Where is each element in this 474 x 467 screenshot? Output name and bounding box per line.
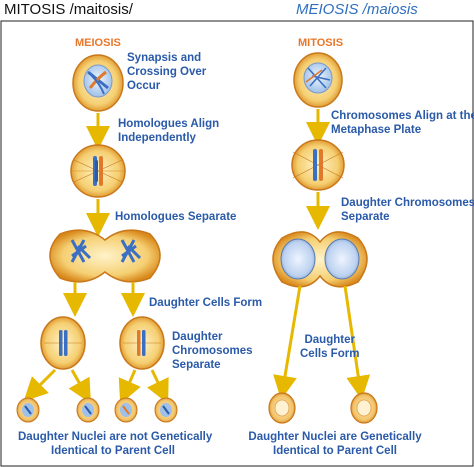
left-step1-label: Synapsis and Crossing Over Occur [127,51,206,93]
left-cell-synapsis [72,54,124,112]
left-step4-label: Daughter Cells Form [149,297,263,309]
left-step1-line3: Occur [127,80,161,92]
left-result-label: Daughter Nuclei are not Genetically Iden… [18,430,213,458]
left-daughter-nuclei [16,397,178,423]
left-step3-label: Homologues Separate [115,211,237,223]
left-step5-line1: Daughter [172,331,223,343]
left-step1-line2: Crossing Over [127,66,207,78]
left-step2-label: Homologues Align Independently [118,117,219,145]
left-arrow-4d [146,369,169,404]
right-cell-telophase [272,231,368,288]
right-panel-title: MITOSIS [298,37,344,49]
right-result-line2: Identical to Parent Cell [273,445,397,457]
right-step2-label: Daughter Chromosomes Separate [341,196,474,224]
left-arrow-4c [118,369,141,405]
right-result-label: Daughter Nuclei are Genetically Identica… [240,430,430,458]
left-step1-line1: Synapsis and [127,52,202,64]
left-header-caption: MITOSIS /maitosis/ [4,1,133,18]
left-cell-daughter-a [40,316,86,370]
left-step2-line2: Independently [118,132,196,144]
outer-border [0,20,474,467]
left-cell-separate [49,229,161,283]
right-step2-line2: Separate [341,211,390,223]
right-arrow-3a [273,285,302,400]
right-step3-line1: Daughter [304,334,355,346]
left-cell-daughter-b [119,316,165,370]
left-step5-line3: Separate [172,359,221,371]
left-arrow-4b [68,369,91,404]
right-daughter-nuclei [268,392,378,424]
right-header-caption: MEIOSIS /maiosis [296,1,418,18]
right-step1-label: Chromosomes Align at the Metaphase Plate [331,109,474,137]
right-step3-line2: Cells Form [300,348,360,360]
right-step1-line2: Metaphase Plate [331,124,422,136]
left-cell-align [70,144,126,198]
left-arrow-4a [23,368,57,402]
left-result-line2: Identical to Parent Cell [51,445,175,457]
right-step3-label: Daughter Cells Form [300,333,359,361]
left-step5-line2: Chromosomes [172,345,253,357]
left-panel-title: MEIOSIS [75,37,121,49]
left-step2-line1: Homologues Align [118,118,220,130]
right-cell-metaphase [291,139,345,191]
left-result-line1: Daughter Nuclei are not Genetically [18,431,213,443]
right-cell-prophase [293,52,343,108]
right-arrow-3b [343,285,371,400]
right-result-line1: Daughter Nuclei are Genetically [248,431,422,443]
right-step2-line1: Daughter Chromosomes [341,197,474,209]
left-step5-label: Daughter Chromosomes Separate [172,330,253,372]
right-step1-line1: Chromosomes Align at the [331,110,474,122]
